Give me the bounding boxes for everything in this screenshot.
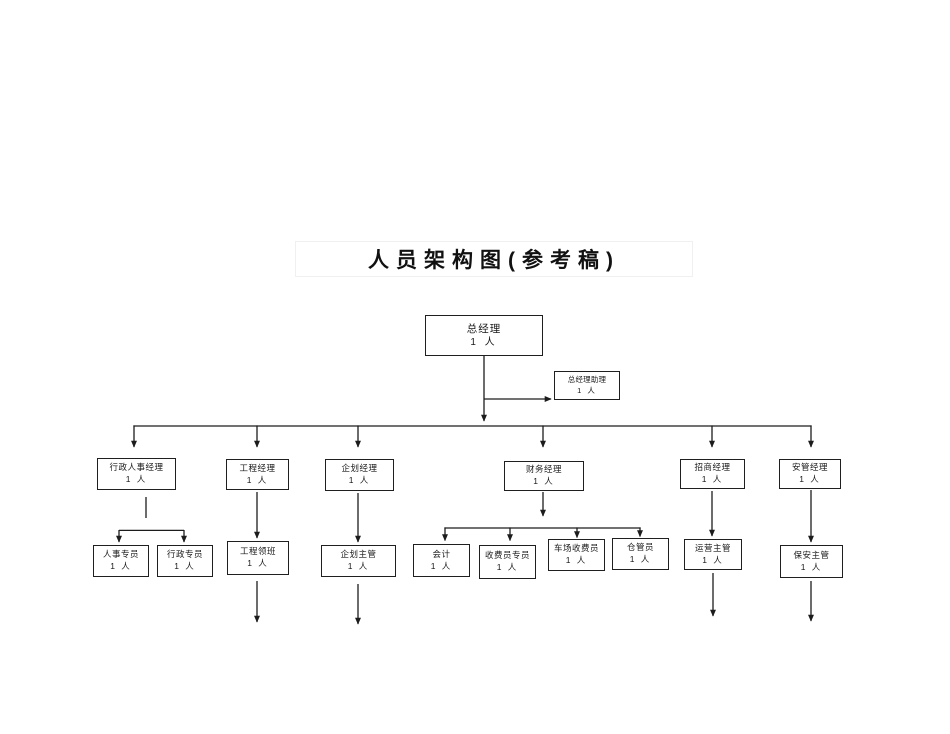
node-planning-manager: 企划经理 1 人: [325, 459, 394, 491]
node-label: 财务经理: [525, 464, 562, 475]
node-label: 招商经理: [694, 462, 731, 473]
node-count: 1 人: [348, 475, 371, 485]
node-toll-specialist: 收费员专员 1 人: [479, 545, 536, 579]
node-accountant: 会计 1 人: [413, 544, 470, 577]
node-count: 1 人: [174, 561, 196, 571]
node-label: 工程领班: [239, 546, 276, 557]
node-engineering-manager: 工程经理 1 人: [226, 459, 289, 490]
node-label: 总经理助理: [567, 374, 607, 384]
node-general-manager: 总经理 1 人: [425, 315, 543, 356]
node-admin-hr-manager: 行政人事经理 1 人: [97, 458, 176, 490]
node-security-manager: 安管经理 1 人: [779, 459, 841, 489]
node-engineering-foreman: 工程领班 1 人: [227, 541, 289, 575]
node-label: 人事专员: [102, 549, 139, 560]
node-count: 1 人: [110, 561, 132, 571]
node-count: 1 人: [629, 554, 652, 564]
node-admin-specialist: 行政专员 1 人: [157, 545, 213, 577]
node-label: 总经理: [466, 322, 502, 335]
node-count: 1 人: [496, 562, 519, 572]
node-count: 1 人: [565, 555, 588, 565]
node-count: 1 人: [246, 474, 269, 485]
node-gm-assistant: 总经理助理 1 人: [554, 371, 620, 400]
node-label: 行政人事经理: [109, 462, 164, 473]
node-investment-manager: 招商经理 1 人: [680, 459, 745, 489]
node-parking-toll-collector: 车场收费员 1 人: [548, 539, 605, 571]
node-label: 车场收费员: [553, 543, 599, 554]
node-hr-specialist: 人事专员 1 人: [93, 545, 149, 577]
node-label: 企划经理: [341, 463, 378, 474]
node-label: 行政专员: [166, 549, 203, 560]
node-label: 收费员专员: [484, 550, 530, 561]
node-count: 1 人: [247, 558, 269, 568]
node-count: 1 人: [702, 554, 724, 565]
node-finance-manager: 财务经理 1 人: [504, 461, 584, 491]
node-label: 保安主管: [793, 549, 830, 560]
node-label: 会计: [432, 548, 451, 559]
node-planning-supervisor: 企划主管 1 人: [321, 545, 396, 577]
node-count: 1 人: [125, 474, 148, 484]
node-warehouse-keeper: 仓管员 1 人: [612, 538, 669, 570]
node-label: 安管经理: [791, 462, 828, 473]
node-count: 1 人: [577, 385, 597, 395]
node-count: 1 人: [470, 336, 498, 348]
node-count: 1 人: [800, 561, 823, 572]
node-operations-supervisor: 运营主管 1 人: [684, 539, 742, 570]
node-label: 企划主管: [340, 549, 377, 560]
node-security-supervisor: 保安主管 1 人: [780, 545, 843, 578]
node-count: 1 人: [533, 476, 555, 486]
node-label: 仓管员: [626, 542, 654, 553]
node-count: 1 人: [347, 561, 370, 571]
diagram-title: 人员架构图(参考稿): [368, 249, 620, 272]
node-label: 工程经理: [239, 462, 276, 473]
node-count: 1 人: [430, 560, 453, 571]
node-count: 1 人: [701, 474, 724, 484]
node-label: 运营主管: [694, 542, 731, 553]
node-count: 1 人: [799, 474, 821, 484]
diagram-title-box: 人员架构图(参考稿): [296, 242, 692, 276]
